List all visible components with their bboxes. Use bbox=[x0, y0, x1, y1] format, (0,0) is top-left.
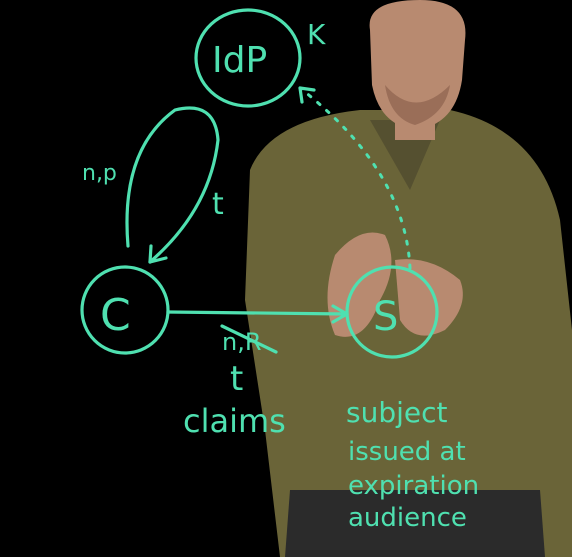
loop-label-bottom: t bbox=[212, 187, 224, 222]
idp-label: IdP bbox=[212, 40, 267, 81]
client-server-edge: n,R t claims bbox=[166, 304, 349, 440]
client-server-arrow bbox=[166, 310, 349, 316]
server-node: S bbox=[345, 265, 439, 359]
loop-arrowhead bbox=[148, 244, 168, 264]
claim-item: subject bbox=[346, 396, 448, 429]
loop-label-top: n,p bbox=[82, 161, 117, 186]
client-server-arrowhead bbox=[331, 304, 349, 324]
claim-item: expiration bbox=[348, 471, 479, 501]
loop-arrow-path bbox=[125, 106, 220, 264]
idp-key-label: K bbox=[307, 18, 326, 51]
token-label: t bbox=[230, 359, 243, 399]
server-label: S bbox=[373, 294, 398, 340]
dashed-line bbox=[298, 86, 412, 270]
claims-list: subject issued at expiration audience bbox=[346, 396, 479, 533]
client-node: C bbox=[80, 265, 170, 355]
idp-node: IdP K bbox=[194, 8, 326, 108]
claims-label: claims bbox=[183, 402, 286, 440]
claim-item: issued at bbox=[348, 437, 466, 467]
dashed-arrowhead bbox=[298, 86, 316, 104]
claim-item: audience bbox=[348, 503, 467, 533]
client-label: C bbox=[100, 290, 131, 341]
strike-through bbox=[220, 324, 278, 354]
client-idp-loop: n,p t bbox=[82, 106, 224, 264]
server-idp-dashed bbox=[298, 86, 412, 270]
presenter bbox=[245, 0, 572, 557]
